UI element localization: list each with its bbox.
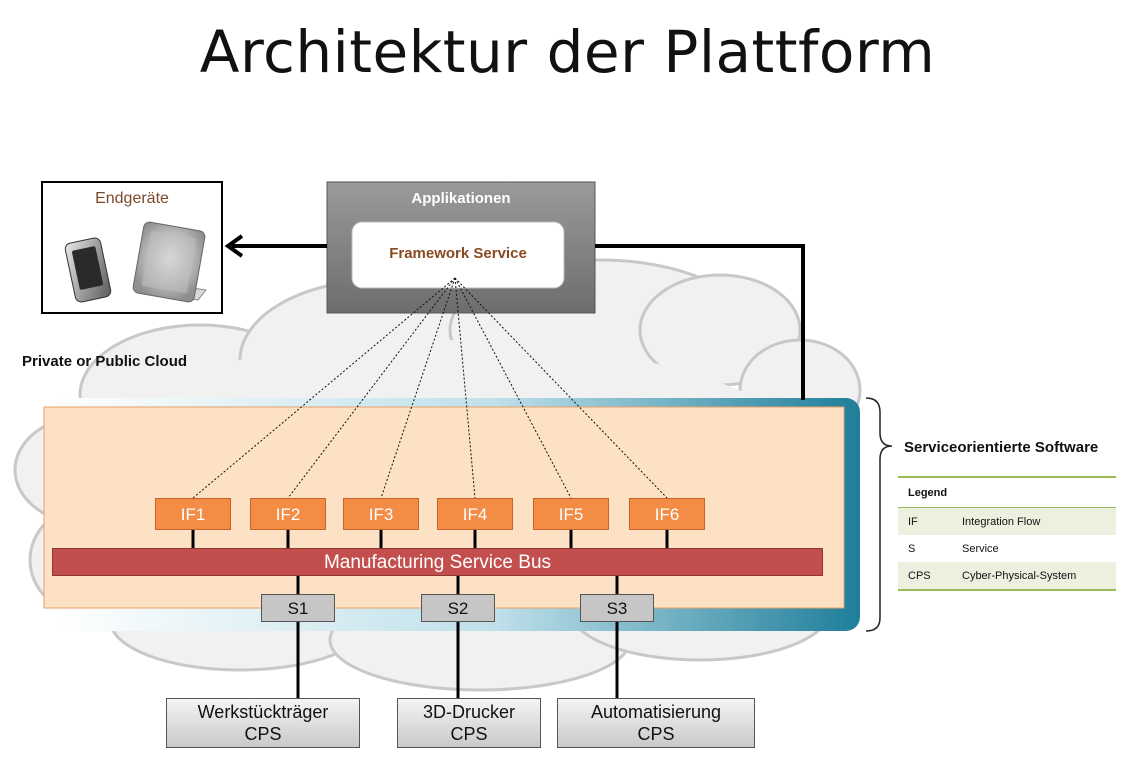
cps-name: Automatisierung	[590, 702, 722, 722]
legend-header: Legend	[898, 478, 1116, 508]
app-to-soa-connector	[595, 244, 805, 400]
framework-service-box	[351, 221, 565, 289]
soa-label: Serviceorientierte Software	[904, 439, 1099, 456]
cps-box: Automatisierung CPS	[557, 698, 755, 748]
integration-flow-box: IF4	[437, 498, 513, 530]
manufacturing-service-bus: Manufacturing Service Bus	[52, 548, 823, 576]
applikationen-label: Applikationen	[411, 190, 511, 207]
integration-flow-box: IF2	[250, 498, 326, 530]
endgeraete-label: Endgeräte	[95, 190, 169, 207]
integration-flow-box: IF3	[343, 498, 419, 530]
soa-brace	[865, 397, 893, 632]
if-bus-connectors	[191, 530, 669, 548]
cps-box: Werkstückträger CPS	[166, 698, 360, 748]
legend-desc: Service	[962, 542, 999, 555]
cps-name: Werkstückträger	[197, 702, 329, 722]
smartphone-icon	[64, 237, 112, 303]
cps-type: CPS	[637, 724, 675, 744]
cps-box: 3D-Drucker CPS	[397, 698, 541, 748]
legend-desc: Cyber-Physical-System	[962, 569, 1077, 582]
cloud-label: Private or Public Cloud	[22, 353, 188, 370]
integration-flow-box: IF1	[155, 498, 231, 530]
cps-type: CPS	[244, 724, 282, 744]
integration-flow-box: IF5	[533, 498, 609, 530]
service-box: S1	[261, 594, 335, 622]
page-title: Architektur der Plattform	[199, 18, 936, 86]
legend-abbr: IF	[908, 515, 918, 528]
arrow-head-icon	[224, 234, 244, 258]
legend-table: Legend IF Integration Flow S Service CPS…	[898, 476, 1116, 591]
cps-name: 3D-Drucker	[422, 702, 515, 722]
framework-if-connectors	[192, 277, 668, 499]
legend-header-label: Legend	[908, 486, 948, 499]
tablet-icon	[132, 221, 207, 303]
service-connectors	[296, 576, 619, 698]
legend-abbr: CPS	[908, 569, 931, 582]
cps-type: CPS	[450, 724, 488, 744]
framework-service-label: Framework Service	[389, 245, 527, 262]
service-box: S3	[580, 594, 654, 622]
legend-desc: Integration Flow	[962, 515, 1041, 528]
legend-abbr: S	[908, 542, 916, 555]
service-box: S2	[421, 594, 495, 622]
legend-row: CPS Cyber-Physical-System	[898, 562, 1116, 591]
legend-row: IF Integration Flow	[898, 508, 1116, 535]
integration-flow-box: IF6	[629, 498, 705, 530]
legend-row: S Service	[898, 535, 1116, 562]
